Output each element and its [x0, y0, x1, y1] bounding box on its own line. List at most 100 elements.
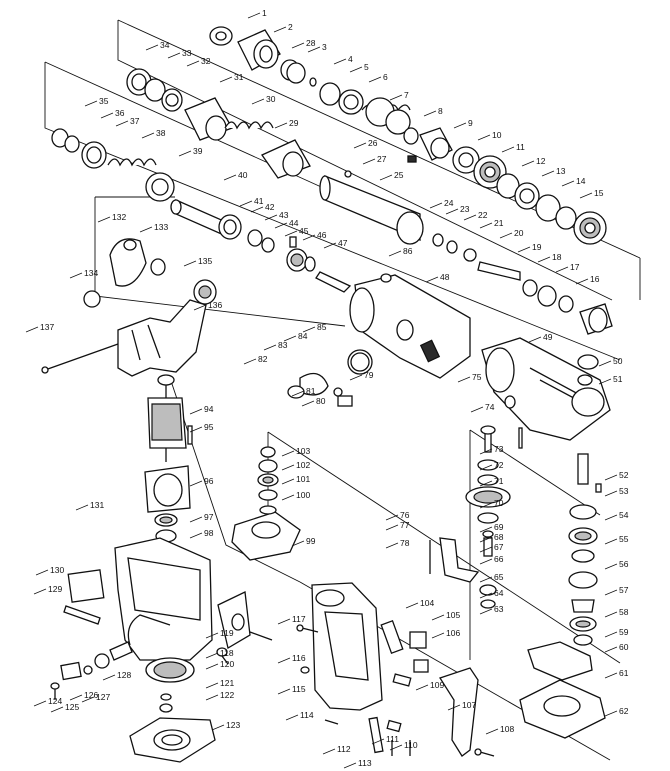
leader-line-29: [274, 122, 288, 129]
leader-line-22: [463, 214, 477, 221]
leader-line-118: [205, 652, 219, 659]
leader-line-34: [145, 44, 159, 51]
callout-13: 13: [556, 166, 566, 176]
callout-56: 56: [619, 559, 629, 569]
callout-83: 83: [278, 340, 288, 350]
callout-105: 105: [446, 610, 460, 620]
callout-49: 49: [543, 332, 553, 342]
leader-line-119: [205, 632, 219, 639]
callout-111: 111: [386, 734, 399, 744]
leader-line-14: [561, 180, 575, 187]
leader-line-59: [604, 631, 618, 638]
callout-120: 120: [220, 659, 234, 669]
callout-127: 127: [96, 692, 110, 702]
callout-8: 8: [438, 106, 443, 116]
callout-109: 109: [430, 680, 444, 690]
leader-line-63: [479, 608, 493, 615]
leader-line-5: [349, 66, 363, 73]
callout-44: 44: [289, 218, 299, 228]
callout-53: 53: [619, 486, 629, 496]
callout-67: 67: [494, 542, 504, 552]
callout-7: 7: [404, 90, 409, 100]
callout-73: 73: [494, 444, 504, 454]
leader-line-127: [81, 696, 95, 703]
leader-line-53: [604, 490, 618, 497]
callout-labels: 1234567891011121314151617181920212223242…: [25, 8, 629, 769]
leader-line-54: [604, 514, 618, 521]
callout-11: 11: [516, 142, 525, 152]
leader-line-124: [33, 700, 47, 707]
leader-line-132: [97, 216, 111, 223]
leader-line-32: [186, 60, 200, 67]
callout-126: 126: [84, 690, 98, 700]
callout-134: 134: [84, 268, 98, 278]
leader-line-114: [285, 714, 299, 721]
leader-line-96: [189, 480, 203, 487]
leader-line-86: [388, 250, 402, 257]
callout-137: 137: [40, 322, 54, 332]
callout-19: 19: [532, 242, 542, 252]
callout-15: 15: [594, 188, 604, 198]
leader-line-72: [479, 464, 493, 471]
leader-line-121: [205, 682, 219, 689]
callout-43: 43: [279, 210, 289, 220]
callout-32: 32: [201, 56, 211, 66]
leader-line-65: [479, 576, 493, 583]
leader-line-67: [479, 546, 493, 553]
callout-34: 34: [160, 40, 170, 50]
leader-line-74: [470, 406, 484, 413]
callout-75: 75: [472, 372, 482, 382]
motor-housing-handle: [296, 582, 495, 757]
leader-line-61: [604, 672, 618, 679]
callout-101: 101: [296, 474, 310, 484]
callout-5: 5: [364, 62, 369, 72]
callout-69: 69: [494, 522, 504, 532]
side-handle-assembly: [41, 238, 217, 377]
callout-51: 51: [613, 374, 623, 384]
callout-95: 95: [204, 422, 214, 432]
leader-line-128: [102, 674, 116, 681]
callout-128: 128: [117, 670, 131, 680]
leader-line-106: [431, 632, 445, 639]
leader-line-110: [389, 744, 403, 751]
callout-2: 2: [288, 22, 293, 32]
leader-line-9: [453, 122, 467, 129]
leader-line-41: [239, 200, 253, 207]
leader-line-18: [537, 256, 551, 263]
leader-line-56: [604, 563, 618, 570]
leader-line-27: [362, 158, 376, 165]
callout-96: 96: [204, 476, 214, 486]
callout-45: 45: [299, 226, 309, 236]
leader-line-134: [69, 272, 83, 279]
callout-22: 22: [478, 210, 488, 220]
leader-line-76: [385, 514, 399, 521]
callout-31: 31: [234, 72, 244, 82]
callout-133: 133: [154, 222, 168, 232]
callout-110: 110: [404, 740, 418, 750]
callout-79: 79: [364, 370, 374, 380]
leader-line-112: [322, 748, 336, 755]
callout-48: 48: [440, 272, 450, 282]
callout-47: 47: [338, 238, 348, 248]
callout-82: 82: [258, 354, 268, 364]
callout-35: 35: [99, 96, 109, 106]
leader-line-46: [302, 234, 316, 241]
leader-line-17: [555, 266, 569, 273]
callout-113: 113: [358, 758, 372, 768]
crank-housing: [63, 537, 213, 661]
leader-line-1: [247, 12, 261, 19]
callout-28: 28: [306, 38, 316, 48]
callout-136: 136: [208, 300, 222, 310]
callout-86: 86: [403, 246, 413, 256]
callout-135: 135: [198, 256, 212, 266]
callout-57: 57: [619, 585, 629, 595]
callout-119: 119: [220, 628, 234, 638]
leader-line-60: [604, 646, 618, 653]
leader-line-16: [575, 278, 589, 285]
callout-129: 129: [48, 584, 62, 594]
callout-100: 100: [296, 490, 310, 500]
leader-line-42: [250, 206, 264, 213]
leader-line-75: [457, 376, 471, 383]
